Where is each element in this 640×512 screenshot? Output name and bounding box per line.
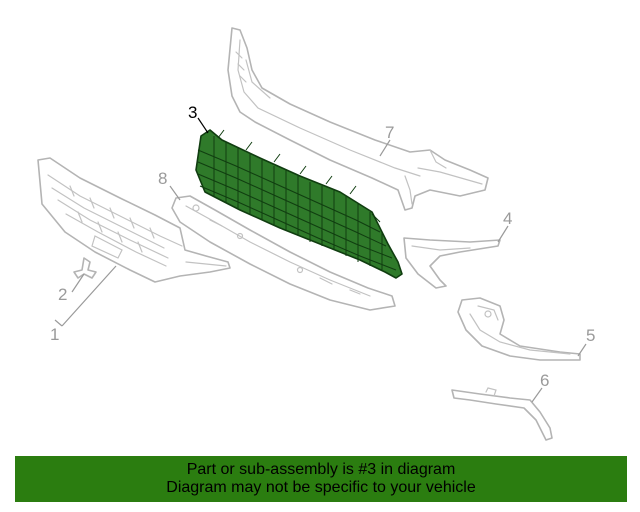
part-1-lower-grille[interactable] — [37, 157, 231, 283]
info-banner: Part or sub-assembly is #3 in diagram Di… — [15, 456, 627, 502]
callout-5: 5 — [586, 326, 595, 345]
callout-6: 6 — [540, 371, 549, 390]
callout-2: 2 — [58, 285, 67, 304]
callout-1: 1 — [50, 325, 59, 344]
part-3-center-grille[interactable] — [195, 129, 403, 279]
leader-8 — [169, 185, 181, 201]
leader-5 — [577, 343, 587, 357]
info-line-part: Part or sub-assembly is #3 in diagram — [186, 461, 456, 478]
leader-6 — [531, 387, 543, 403]
leader-3 — [197, 117, 209, 134]
part-2-emblem[interactable] — [73, 257, 97, 279]
callout-3: 3 — [188, 103, 197, 122]
part-8-lower-spoiler[interactable] — [171, 195, 396, 311]
part-4-side-trim[interactable] — [403, 237, 501, 289]
part-5-lamp-bezel[interactable] — [457, 297, 581, 361]
part-7-upper-cover[interactable] — [227, 27, 489, 211]
leader-2 — [71, 273, 85, 293]
part-6-trim-strip[interactable] — [451, 387, 553, 441]
leader-1 — [61, 265, 117, 327]
info-line-disclaimer: Diagram may not be specific to your vehi… — [166, 479, 476, 496]
callout-4: 4 — [503, 209, 512, 228]
callout-8: 8 — [158, 169, 167, 188]
leader-4 — [497, 225, 509, 243]
leader-1b — [54, 319, 63, 327]
leader-7 — [379, 139, 391, 157]
parts-diagram: 7 1 2 8 3 — [37, 27, 595, 441]
callout-7: 7 — [385, 123, 394, 142]
